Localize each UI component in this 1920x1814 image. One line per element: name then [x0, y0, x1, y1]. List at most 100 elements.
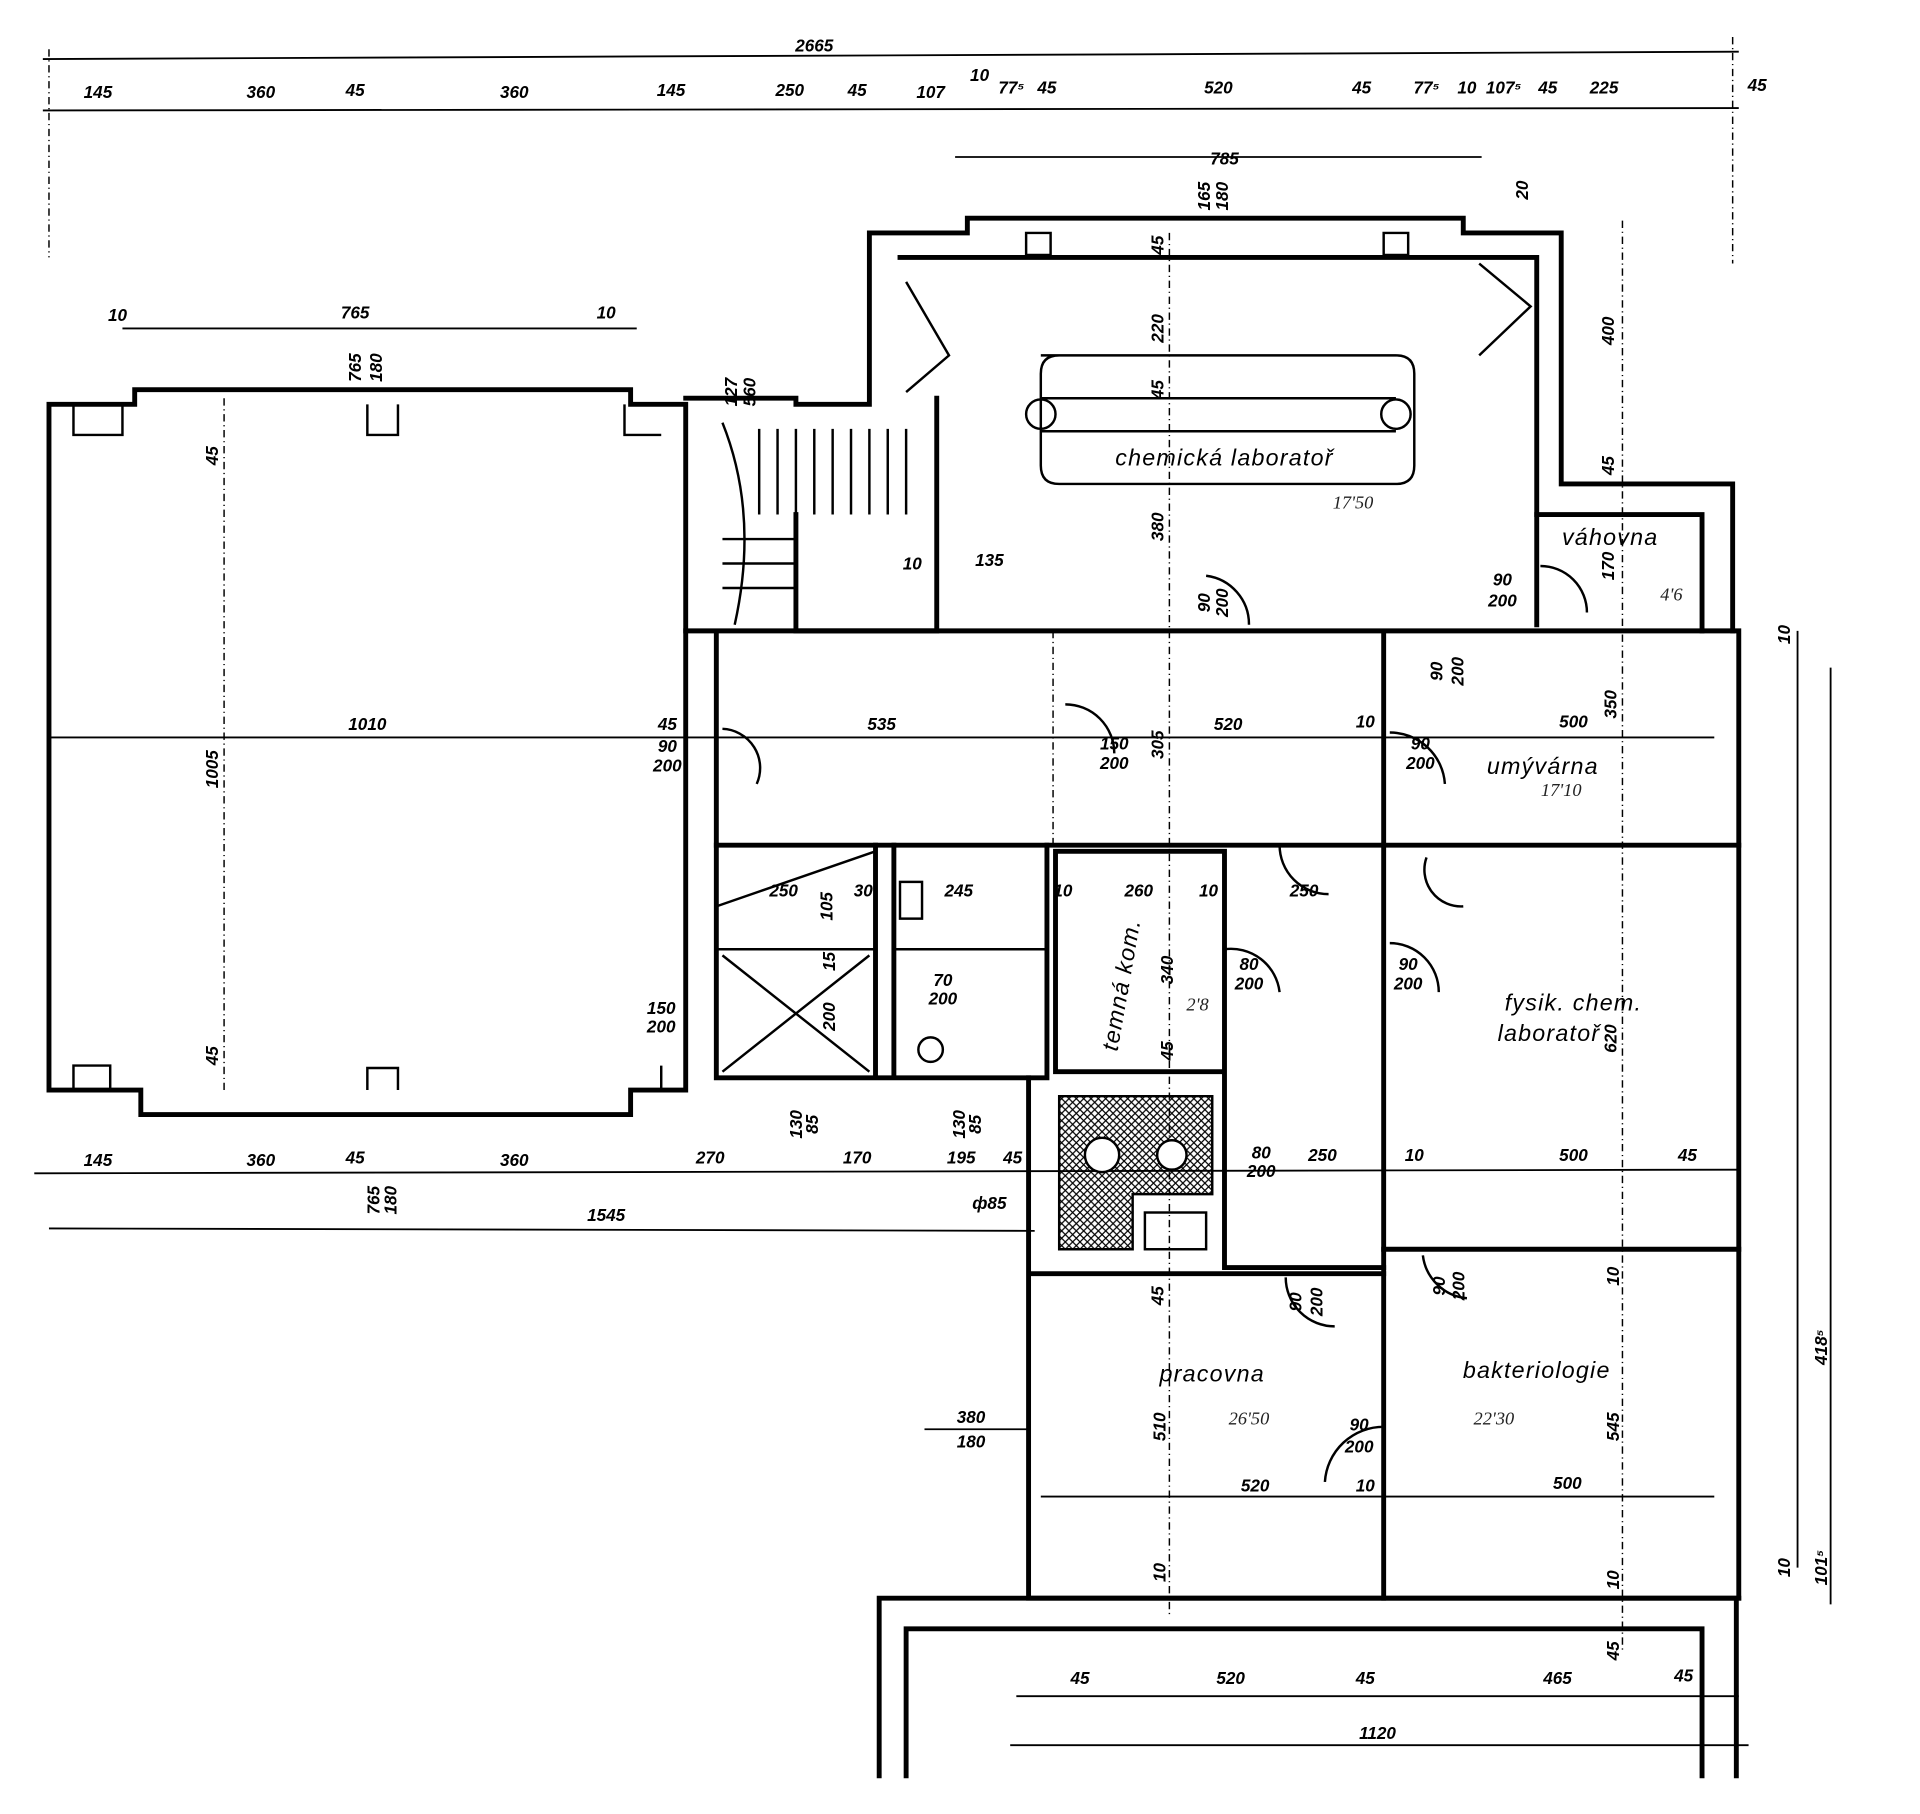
dim: 170 [1598, 551, 1618, 580]
dim: 45 [1157, 1041, 1177, 1062]
dim-total: 2665 [794, 36, 834, 56]
dim-top: 360 [500, 82, 529, 102]
dim-top: 77⁵ [998, 77, 1024, 97]
dim-top: 10 [1457, 77, 1477, 97]
dim-top: 107 [916, 82, 946, 102]
dim-bottom: 45 [1069, 1668, 1090, 1688]
dim-bottom-total: 1120 [1359, 1723, 1396, 1743]
door-width: 90 [1399, 954, 1419, 974]
dim: 10 [108, 305, 128, 325]
dim: 785 [1210, 148, 1239, 168]
dim-top: 520 [1204, 77, 1233, 97]
dim-mid: 45 [1677, 1145, 1698, 1165]
dim-bottom: 45 [1355, 1668, 1376, 1688]
area-umyvarna: 17'10 [1541, 780, 1582, 800]
dim: 45 [657, 714, 678, 734]
door-width: 90 [1350, 1414, 1370, 1434]
dim-top: 45 [345, 80, 366, 100]
door-width: 90 [1411, 734, 1431, 754]
dim-top: 360 [247, 82, 276, 102]
dim: 765 [345, 353, 365, 382]
dimension-lines [34, 37, 1832, 1747]
room-labels: chemická laboratoř 17'50 váhovna 4'6 umý… [1097, 445, 1684, 1429]
dim: 250 [768, 881, 798, 901]
dim-right-total: 418⁵ [1811, 1329, 1831, 1366]
dim: 10 [903, 554, 923, 574]
door-width: 150 [647, 998, 676, 1018]
dim-bottom: 45 [1673, 1665, 1694, 1685]
window-width: 380 [957, 1407, 986, 1427]
dim-flue: ф85 [972, 1193, 1007, 1213]
door-height: 200 [652, 756, 682, 776]
dim-bottom: 520 [1216, 1668, 1245, 1688]
door-height: 200 [1393, 974, 1423, 994]
dim: 10 [1774, 625, 1794, 645]
dim-mid: 270 [695, 1148, 725, 1168]
dim: 10 [1603, 1266, 1623, 1286]
dim-top: 225 [1589, 77, 1619, 97]
window-height: 180 [957, 1432, 986, 1452]
dim: 45 [202, 446, 222, 467]
dim: 180 [1212, 181, 1232, 210]
dim: 520 [1214, 714, 1243, 734]
dim: 165 [1194, 181, 1214, 210]
dim-top: 107⁵ [1486, 77, 1522, 97]
dim-top: 45 [1537, 77, 1558, 97]
dim-top: 145 [84, 82, 113, 102]
area-bakteriologie: 22'30 [1474, 1408, 1515, 1428]
door-height: 200 [1487, 590, 1517, 610]
chimney-hatched [1057, 1094, 1214, 1251]
dim-mid: 10 [1405, 1145, 1425, 1165]
dimension-texts: 2665 145 360 45 360 145 250 45 107 10 77… [84, 36, 1831, 1743]
door-height: 200 [1306, 1287, 1326, 1317]
dim-mid: 500 [1559, 1145, 1588, 1165]
dim: 250 [1289, 881, 1319, 901]
dim: 45 [202, 1046, 222, 1067]
area-vahovna: 4'6 [1660, 584, 1683, 604]
dim-top: 145 [657, 80, 686, 100]
dim-mid: 45 [345, 1148, 366, 1168]
dim: 10 [1603, 1570, 1623, 1590]
dim: 545 [1603, 1412, 1623, 1441]
dim: 10 [1199, 881, 1219, 901]
door-width: 80 [1239, 954, 1259, 974]
room-umyvarna: umývárna [1487, 753, 1599, 779]
dim-top: 45 [1747, 75, 1768, 95]
dim-bottom: 465 [1542, 1668, 1572, 1688]
door-width: 90 [658, 736, 678, 756]
dim-top: 45 [1351, 77, 1372, 97]
room-pracovna: pracovna [1159, 1360, 1265, 1386]
dim: 45 [1147, 1286, 1167, 1307]
door-height: 200 [1246, 1161, 1276, 1181]
dim: 130 [786, 1110, 806, 1139]
door-height: 200 [1344, 1437, 1374, 1457]
door-width: 90 [1194, 593, 1214, 613]
dim: 15 [819, 951, 839, 971]
dim: 340 [1157, 955, 1177, 984]
dim: 1010 [348, 714, 387, 734]
dim-top: 10 [970, 65, 990, 85]
door-width: 90 [1493, 570, 1513, 590]
dim: 130 [949, 1110, 969, 1139]
dim-top: 77⁵ [1414, 77, 1440, 97]
area-temna: 2'8 [1186, 994, 1208, 1014]
dim: 45 [1147, 235, 1167, 256]
dim-mid: 45 [1002, 1148, 1023, 1168]
dim: 245 [943, 881, 973, 901]
dim: 535 [867, 714, 896, 734]
door-height: 200 [928, 988, 958, 1008]
dim: 10 [1053, 881, 1073, 901]
dim: 500 [1553, 1473, 1582, 1493]
dim-top: 45 [1036, 77, 1057, 97]
dim: 10 [1150, 1563, 1170, 1583]
dim: 620 [1600, 1024, 1620, 1053]
dim: 10 [597, 303, 617, 323]
room-temna-komora: temná kom. [1097, 916, 1146, 1052]
dim: 765 [364, 1186, 384, 1215]
dim: 45 [1603, 1641, 1623, 1662]
dim: 85 [965, 1114, 985, 1134]
dim: 350 [1600, 690, 1620, 719]
dim: 20 [1512, 180, 1532, 201]
door-width: 80 [1252, 1143, 1272, 1163]
room-fysik-chem-1: fysik. chem. [1505, 989, 1642, 1015]
